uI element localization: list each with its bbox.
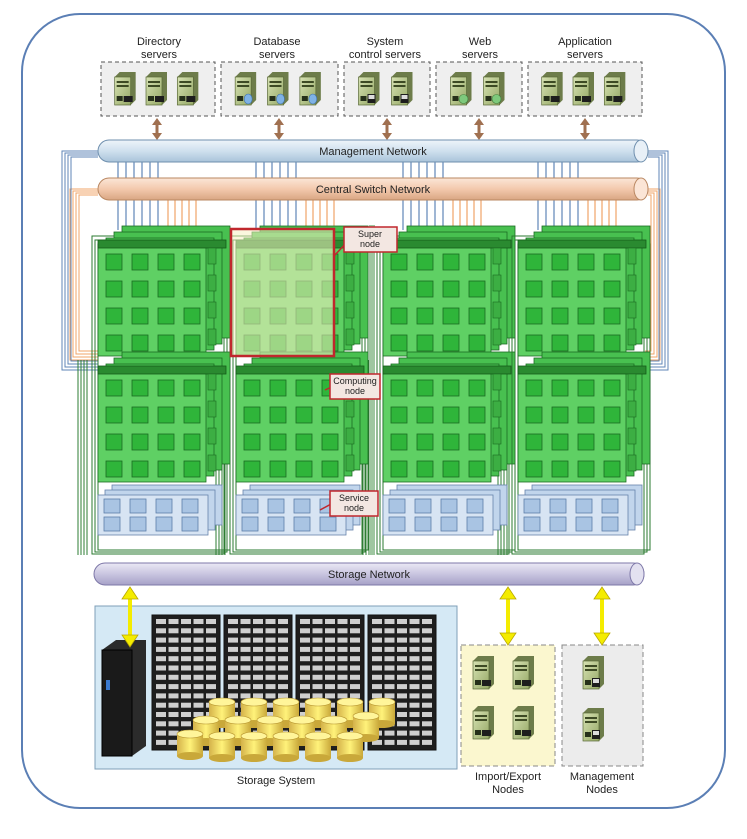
server-icon — [450, 72, 472, 106]
server-link-arrows — [152, 118, 590, 140]
storage-disk — [336, 731, 364, 741]
brown-arrow-5 — [580, 118, 590, 140]
server-icon — [391, 72, 413, 106]
central-switch-network: Central Switch Network — [97, 177, 649, 201]
server-icon — [299, 72, 321, 106]
storage-disk — [320, 715, 348, 725]
computing-node-module — [235, 351, 369, 483]
server-icon — [472, 706, 494, 740]
storage-link-arrows — [121, 586, 611, 648]
brown-arrow-2 — [274, 118, 284, 140]
server-groups — [100, 61, 643, 117]
server-icon — [176, 72, 199, 106]
storage-disk — [256, 715, 284, 725]
management-network: Management Network — [97, 139, 649, 163]
server-icon — [603, 72, 626, 106]
management-network-label: Management Network — [319, 146, 427, 158]
service-node-module — [517, 484, 643, 536]
storage-disk — [304, 731, 332, 741]
computing-node-callout — [329, 373, 381, 400]
storage-disk — [272, 697, 300, 707]
compute-rack-1 — [91, 225, 231, 555]
super-node-highlight — [229, 227, 336, 358]
storage-system-arrow — [121, 586, 139, 648]
server-icon — [483, 72, 505, 106]
brown-arrow-4 — [474, 118, 484, 140]
super-node-module — [517, 225, 651, 357]
storage-disk — [336, 697, 364, 707]
service-node-callout — [329, 490, 379, 517]
server-icon — [582, 656, 604, 690]
storage-network: Storage Network — [93, 562, 645, 586]
server-group-5 — [527, 61, 643, 117]
storage-disk — [176, 729, 204, 739]
storage-disk — [208, 731, 236, 741]
super-node-callout — [343, 226, 398, 253]
computing-node-module — [517, 351, 651, 483]
bottom-node-servers — [472, 656, 604, 742]
server-group-2 — [220, 61, 339, 117]
storage-disk — [240, 697, 268, 707]
server-icon — [145, 72, 167, 106]
storage-disk — [304, 697, 332, 707]
management-nodes-arrow — [593, 586, 611, 646]
storage-disk — [288, 715, 316, 725]
computing-node-module — [382, 351, 516, 483]
brown-arrow-1 — [152, 118, 162, 140]
super-node-module — [382, 225, 516, 357]
storage-disk — [352, 711, 380, 721]
server-icon — [512, 706, 534, 740]
server-icon — [572, 72, 594, 106]
service-node-module — [97, 484, 223, 536]
compute-rack-4 — [511, 225, 651, 555]
server-icon — [358, 72, 380, 106]
storage-disk — [368, 697, 396, 707]
server-icon — [472, 656, 494, 690]
super-node-module — [97, 225, 231, 357]
server-group-4 — [435, 61, 523, 117]
storage-disk — [192, 715, 220, 725]
server-group-1 — [100, 61, 216, 117]
central-switch-network-label: Central Switch Network — [316, 184, 431, 196]
service-node-module — [382, 484, 508, 536]
server-group-3 — [343, 61, 431, 117]
storage-disk — [208, 697, 236, 707]
server-icon — [234, 72, 257, 106]
storage-system — [94, 605, 458, 770]
server-icon — [267, 72, 289, 106]
server-icon — [541, 72, 563, 106]
storage-disk — [240, 731, 268, 741]
storage-disk — [272, 731, 300, 741]
import-export-arrow — [499, 586, 517, 646]
server-icon — [582, 708, 604, 742]
server-icon — [512, 656, 534, 690]
compute-rack-3 — [376, 225, 516, 555]
server-icon — [114, 72, 136, 106]
storage-network-label: Storage Network — [328, 569, 410, 581]
storage-disk — [224, 715, 252, 725]
brown-arrow-3 — [382, 118, 392, 140]
storage-system-label: Storage System — [237, 775, 315, 787]
computing-node-module — [97, 351, 231, 483]
